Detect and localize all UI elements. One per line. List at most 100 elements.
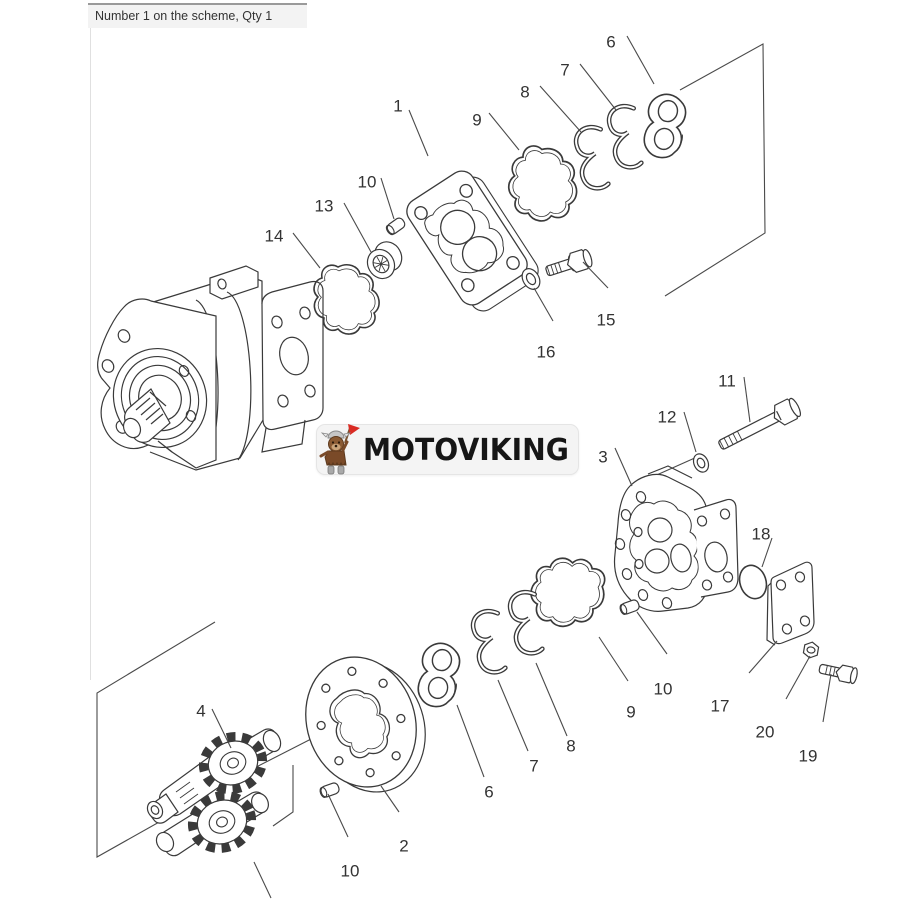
leader-line <box>488 112 520 151</box>
callout-2: 2 <box>380 785 409 856</box>
bolt-19 <box>818 663 858 685</box>
part-number-label: 7 <box>529 757 538 776</box>
leader-line <box>636 611 668 655</box>
callout-16: 16 <box>533 287 556 362</box>
o-ring-18 <box>738 564 768 600</box>
part-number-label: 17 <box>711 697 730 716</box>
part-number-label: 15 <box>597 311 616 330</box>
cover-plate-1 <box>406 170 539 312</box>
leader-line <box>626 35 655 85</box>
bolt-15 <box>545 248 593 277</box>
leader-line <box>211 708 232 749</box>
callout-6: 6 <box>456 704 494 802</box>
callout-6: 6 <box>606 33 655 85</box>
gasket-9-top <box>501 141 586 229</box>
leader-line <box>327 793 349 838</box>
part-number-label: 7 <box>560 61 569 80</box>
plane-bottom-left <box>96 621 216 858</box>
part-number-label: 6 <box>606 33 615 52</box>
leader-line <box>380 785 400 813</box>
leader-line <box>822 673 832 723</box>
washer-16 <box>521 268 541 290</box>
callout-10: 10 <box>327 793 359 881</box>
callout-17: 17 <box>711 640 778 716</box>
leader-line <box>598 636 629 682</box>
callout-10: 10 <box>358 173 395 220</box>
gear-4 <box>146 728 282 824</box>
snap-ring-7-top <box>607 105 642 170</box>
gasket-14 <box>313 263 380 335</box>
leader-line <box>380 177 395 220</box>
leader-line <box>785 655 811 700</box>
part-number-label: 6 <box>484 783 493 802</box>
callout-1: 1 <box>393 97 429 157</box>
callout-15: 15 <box>582 261 616 330</box>
part-number-label: 8 <box>566 737 575 756</box>
callout-12: 12 <box>658 408 697 453</box>
gasket-9-bottom <box>527 554 608 631</box>
callout-9: 9 <box>472 111 520 151</box>
leader-line <box>683 411 697 453</box>
leader-line <box>292 232 321 269</box>
leader-line <box>533 287 554 322</box>
part-number-label: 10 <box>654 680 673 699</box>
part-number-label: 1 <box>393 97 402 116</box>
callout-18: 18 <box>752 525 773 568</box>
gear-5 <box>155 787 269 856</box>
leader-line <box>748 640 778 674</box>
part-number-label: 8 <box>520 83 529 102</box>
callout-13: 13 <box>315 197 372 253</box>
part-number-label: 14 <box>265 227 284 246</box>
pump-assembly <box>97 265 324 471</box>
body-ring-2 <box>305 656 417 788</box>
left-border-rule <box>90 28 91 680</box>
leader-line <box>743 376 751 423</box>
part-number-label: 10 <box>358 173 377 192</box>
leader-line <box>408 109 429 157</box>
callout-8: 8 <box>520 83 582 133</box>
snap-ring-8-bottom <box>508 591 543 656</box>
bolt-11 <box>718 397 802 450</box>
callout-8: 8 <box>535 662 576 756</box>
leader-line <box>614 447 633 487</box>
watermark-pill: MOTOVIKING <box>316 424 579 475</box>
callout-10: 10 <box>636 611 673 699</box>
gear-5-leader-line <box>253 861 272 899</box>
callout-14: 14 <box>265 227 321 269</box>
part-number-label: 4 <box>196 702 205 721</box>
part-number-label: 9 <box>472 111 481 130</box>
bearing-plate-6-bottom <box>412 639 466 711</box>
side-cover-17 <box>766 561 815 646</box>
leader-line <box>343 202 372 253</box>
viking-dog-mascot-icon <box>319 424 360 475</box>
snap-ring-7-bottom <box>471 610 506 675</box>
part-number-label: 18 <box>752 525 771 544</box>
part-number-label: 3 <box>598 448 607 467</box>
leader-line <box>539 85 582 133</box>
nut-20 <box>802 641 820 659</box>
callout-20: 20 <box>756 655 811 742</box>
pin-10-top <box>384 215 408 237</box>
callout-11: 11 <box>718 372 751 423</box>
plane-top-right <box>664 43 766 297</box>
washer-12 <box>692 453 710 473</box>
callout-4: 4 <box>196 702 232 749</box>
part-number-label: 2 <box>399 837 408 856</box>
leader-line <box>579 63 617 111</box>
part-number-label: 16 <box>537 343 556 362</box>
brand-logo-text: MOTOVIKING <box>363 433 569 468</box>
leader-line <box>497 679 529 752</box>
callout-19: 19 <box>799 673 832 766</box>
part-number-label: 13 <box>315 197 334 216</box>
rear-cover-3 <box>613 465 739 612</box>
callout-3: 3 <box>598 447 633 487</box>
leader-line <box>456 704 485 778</box>
perspective-planes <box>96 43 766 858</box>
part-number-label: 12 <box>658 408 677 427</box>
part-number-label: 11 <box>718 372 736 391</box>
bushing-13 <box>366 241 403 280</box>
callout-7: 7 <box>497 679 539 776</box>
